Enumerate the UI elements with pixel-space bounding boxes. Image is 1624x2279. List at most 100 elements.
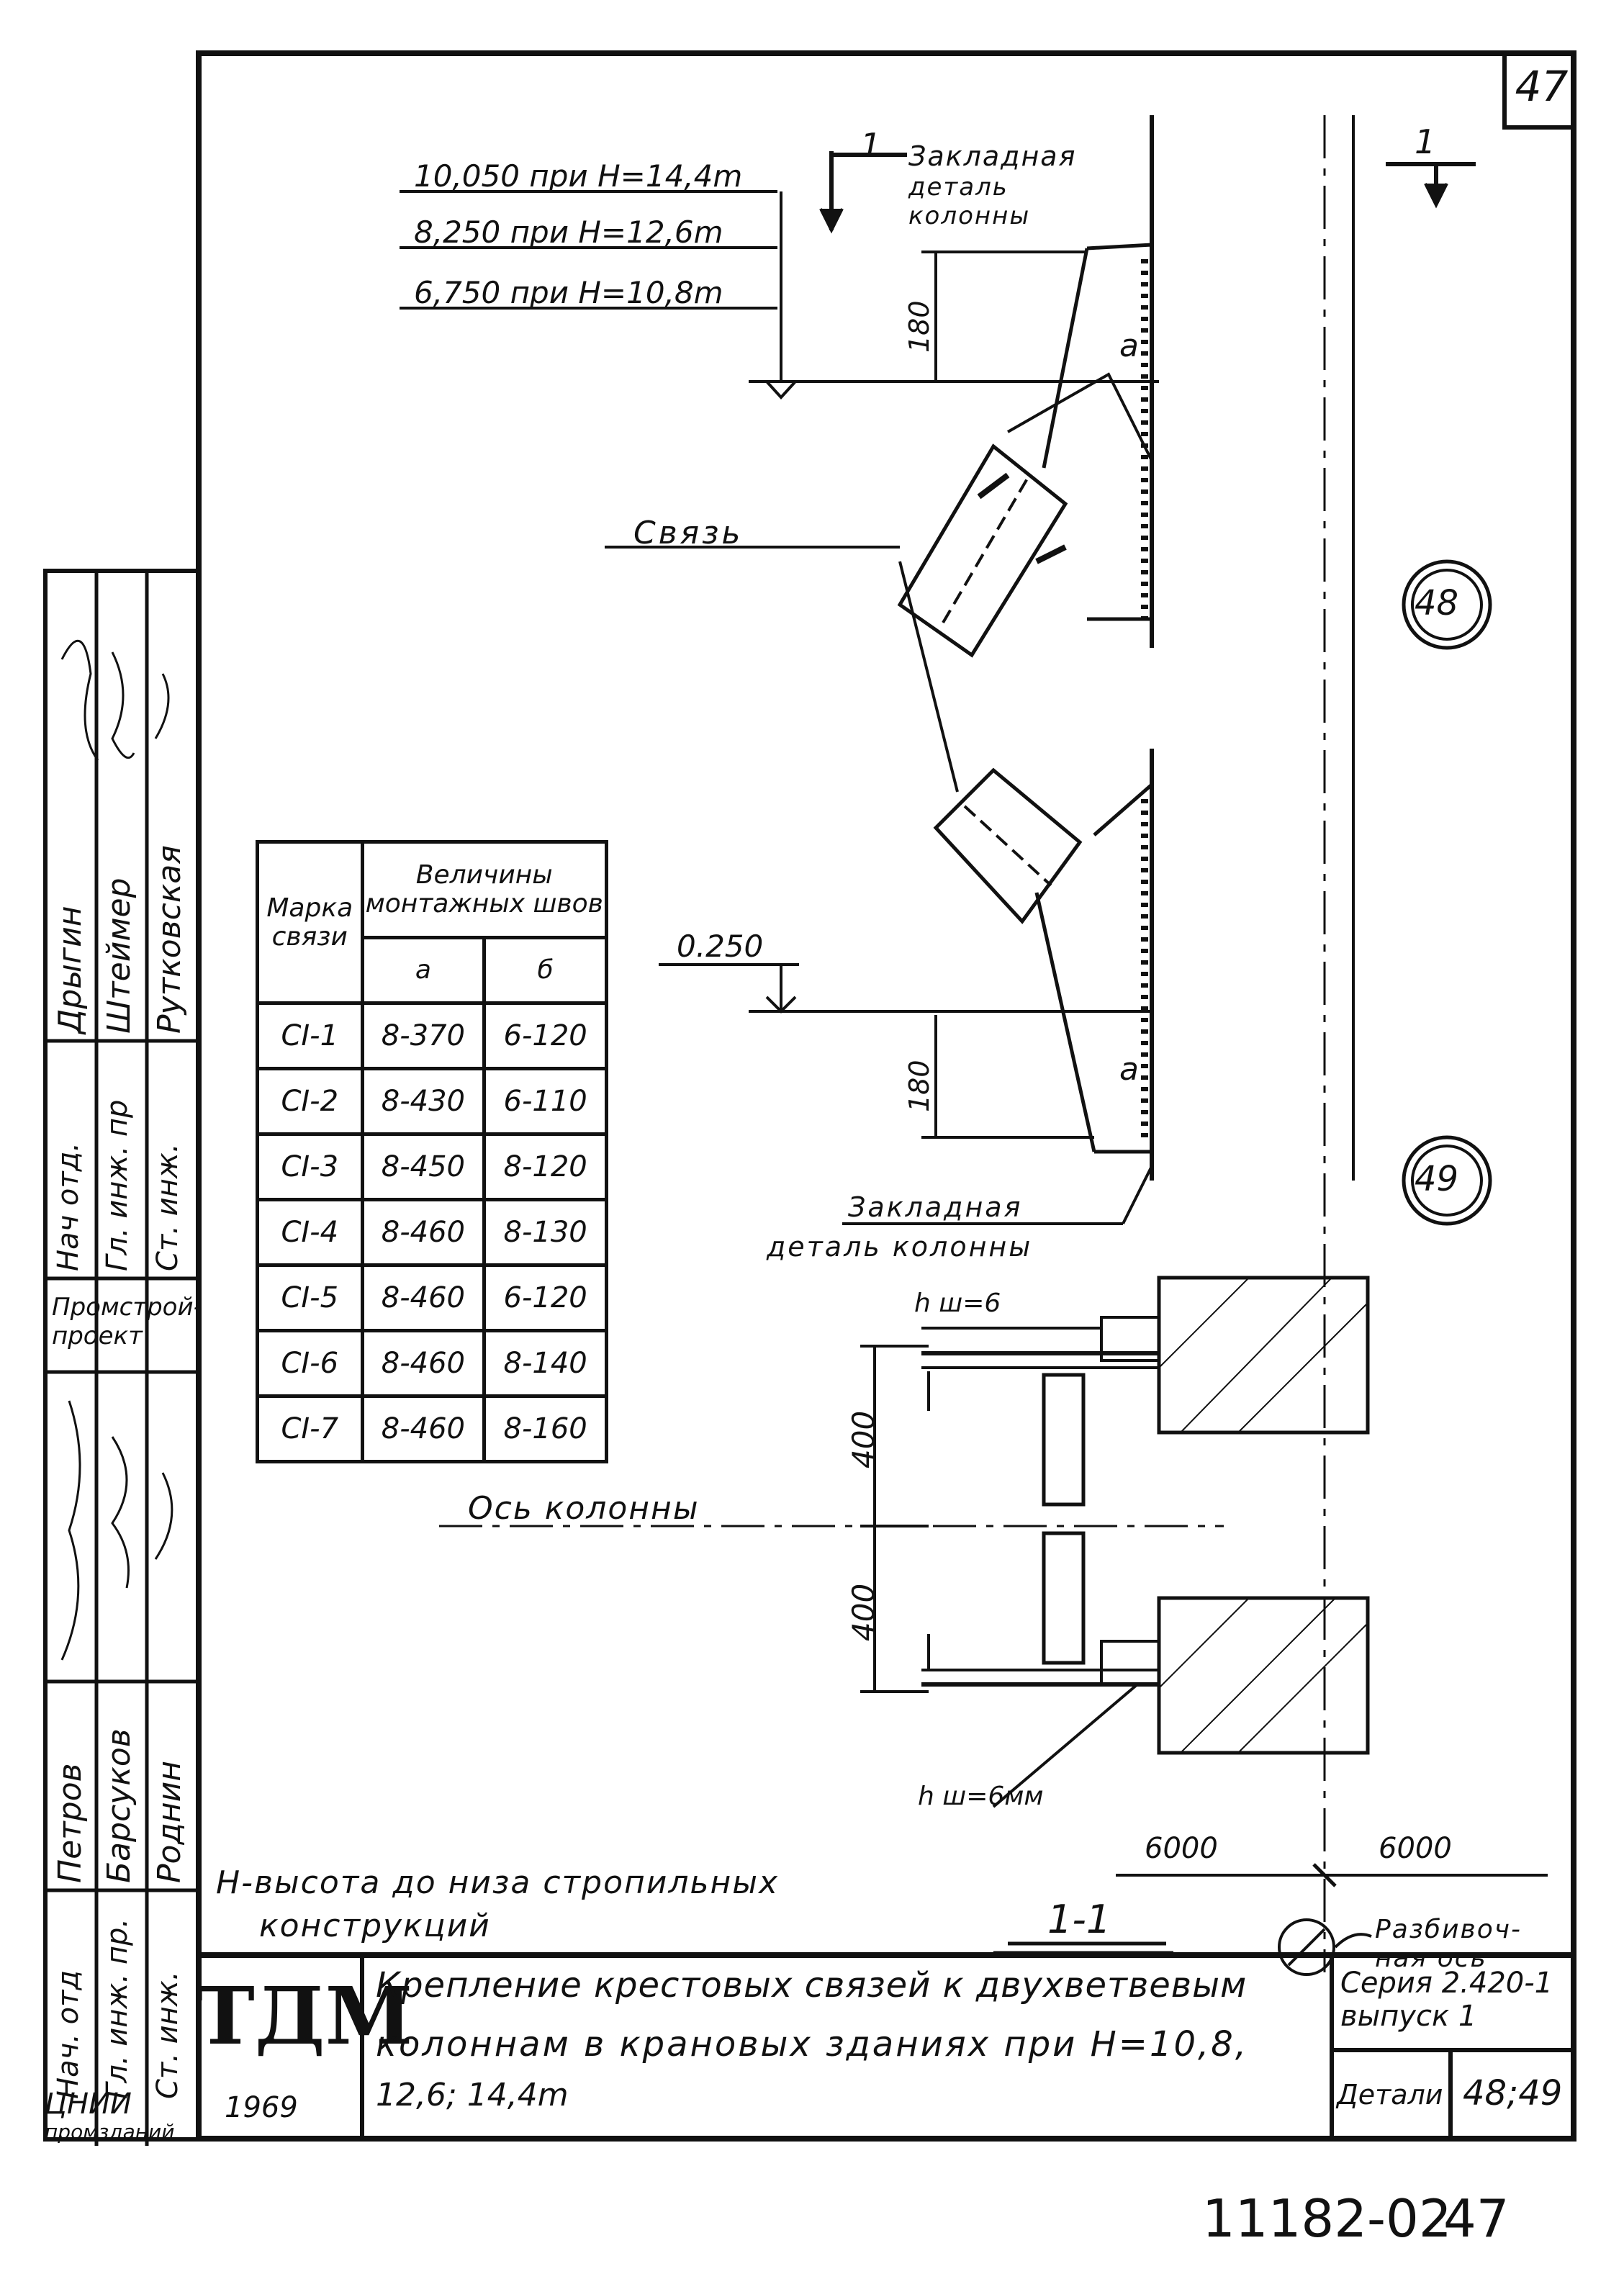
table-header-mark: Марка связи [256,840,364,1005]
embedded-detail-top-3: колонны [908,202,1031,230]
alignment-axis-2: ная ось [1375,1944,1487,1973]
cell-mark: CI-2 [256,1067,364,1136]
tdm-logo: ТДМ [196,1969,413,2062]
cell-a: 8-450 [360,1132,487,1201]
stamp-role-2: Гл. инж. пр [101,1099,134,1271]
embedded-detail-bottom-2: деталь колонны [767,1231,1033,1263]
elevation-label-2: 8,250 при Н=12,6m [414,215,723,250]
span-right: 6000 [1379,1832,1452,1865]
cell-a: 8-460 [360,1198,487,1267]
height-note-2: конструкций [259,1908,491,1944]
stamp-name-1: Дрыгин [52,906,89,1034]
series-line-1: Серия 2.420-1 [1340,1967,1553,2000]
embedded-detail-bottom-1: Закладная [848,1191,1023,1223]
stamp-role-1: Нач отд. [52,1142,85,1271]
elevation-label-1: 10,050 при Н=14,4m [414,158,743,194]
table-header-b: б [482,936,608,1005]
cell-mark: CI-6 [256,1329,364,1398]
weld-top-label: h ш=6 [914,1289,1001,1318]
elevation-label-3: 6,750 при Н=10,8m [414,275,723,310]
cell-b: 6-120 [482,1001,608,1070]
weld-bottom-label: h ш=6мм [918,1782,1044,1811]
stamp-role-5: Гл. инж. пр. [101,1918,134,2099]
detail-ref-49: 49 [1415,1159,1459,1199]
approval-stamp: Дрыгин Штеймер Рутковская Нач отд. Гл. и… [43,569,202,2146]
stamp-role-4: Нач. отд [52,1969,85,2099]
page-number-box: 47 [1502,50,1576,130]
cell-b: 6-120 [482,1263,608,1332]
cell-mark: CI-5 [256,1263,364,1332]
height-note-1: Н-высота до низа стропильных [216,1864,779,1901]
stamp-name-3: Рутковская [151,845,188,1034]
detail-ref-48: 48 [1415,583,1459,623]
page-number: 47 [1515,62,1569,111]
year: 1969 [225,2091,298,2124]
detail-label: Детали [1337,2079,1443,2111]
stamp-grid [48,573,200,2146]
brace-top [897,443,1068,658]
column-axis-label: Ось колонны [468,1490,700,1527]
brace-label: Связь [633,515,744,551]
section-mark: 1-1 [1047,1897,1111,1942]
cell-b: 8-160 [482,1394,608,1463]
title-line-1: Крепление крестовых связей к двухветвевы… [376,1965,1248,2005]
stamp-name-6: Роднин [151,1760,188,1883]
stamp-role-6: Ст. инж. [151,1971,184,2099]
dim-180-bottom: 180 [903,1060,935,1112]
weld-size-table: Марка связи Величины монтажных швов a б … [256,840,608,1463]
footer-page: 47 [1443,2188,1510,2249]
weld-a-top: a [1119,328,1139,364]
alignment-axis-1: Разбивоч- [1375,1915,1522,1944]
cell-b: 8-120 [482,1132,608,1201]
cell-a: 8-460 [360,1329,487,1398]
cell-b: 8-130 [482,1198,608,1267]
dim-400-bottom: 400 [846,1583,881,1641]
stamp-name-5: Барсуков [101,1728,137,1883]
weld-a-bottom: a [1119,1051,1139,1088]
cell-b: 6-110 [482,1067,608,1136]
footer-code: 11182-02 [1202,2188,1452,2249]
table-header-a: a [360,936,487,1005]
stamp-role-3: Ст. инж. [151,1143,184,1271]
concrete-block-bottom [1157,1596,1370,1755]
dim-180-top: 180 [903,300,935,353]
cell-a: 8-460 [360,1263,487,1332]
span-left: 6000 [1145,1832,1218,1865]
dim-400-top: 400 [846,1410,881,1468]
cell-mark: CI-3 [256,1132,364,1201]
detail-value: 48;49 [1463,2073,1563,2113]
brace-bottom [933,767,1083,924]
series-line-2: выпуск 1 [1340,2000,1477,2033]
stamp-org: Промстрой-проект [52,1293,202,1350]
cell-mark: CI-7 [256,1394,364,1463]
title-line-2: колоннам в крановых зданиях при Н=10,8, [376,2024,1249,2064]
cell-a: 8-460 [360,1394,487,1463]
concrete-block-top [1157,1276,1370,1435]
cell-mark: CI-1 [256,1001,364,1070]
section-arrow-left-label: 1 [860,126,882,165]
title-block: ТДМ 1969 Крепление крестовых связей к дв… [196,1952,1576,2142]
institute-line-2: промзданий [45,2120,175,2144]
table-header-group: Величины монтажных швов [360,840,608,939]
embedded-detail-top-2: деталь [908,173,1009,202]
cell-a: 8-370 [360,1001,487,1070]
cell-b: 8-140 [482,1329,608,1398]
drawing-frame [196,50,1576,2142]
cell-mark: CI-4 [256,1198,364,1267]
stamp-name-4: Петров [52,1763,89,1883]
cell-a: 8-430 [360,1067,487,1136]
embedded-detail-top-1: Закладная [908,140,1077,172]
elevation-label-low: 0.250 [677,929,764,964]
stamp-name-2: Штеймер [101,877,137,1034]
institute-line-1: ЦНИИ [45,2088,132,2121]
section-arrow-right-label: 1 [1415,122,1436,161]
title-line-3: 12,6; 14,4m [376,2077,569,2113]
